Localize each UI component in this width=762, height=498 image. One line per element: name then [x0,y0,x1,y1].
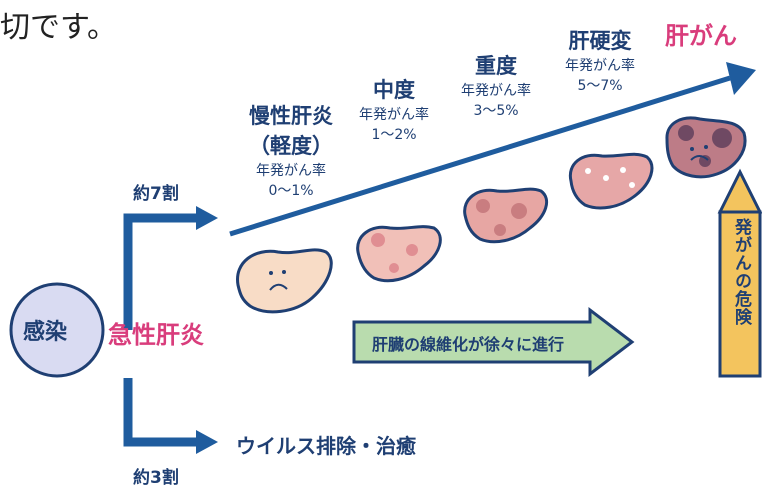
stage-3-rate: 3〜5% [473,103,519,119]
stage-2-rate-label: 年発がん率 [359,107,429,123]
stage-4-rate: 5〜7% [577,78,623,94]
stage-3-title: 重度 [475,54,517,78]
top-partial-text: 切です。 [0,10,117,45]
branch-upper-arrowhead [196,206,218,230]
infection-label: 感染 [23,320,68,345]
split-70-label: 約7割 [133,184,179,204]
split-30-label: 約3割 [133,468,179,488]
stage-liver-cancer-title: 肝がん [665,22,737,50]
liver-mild [236,248,333,314]
stage-2-title: 中度 [373,78,415,102]
cancer-risk-arrowhead [717,168,762,214]
infection-circle [9,282,105,378]
stage-4-rate-label: 年発がん率 [565,58,635,74]
branch-upper [123,213,200,330]
branch-lower-arrowhead [196,430,218,454]
stage-chronic-hepatitis: 慢性肝炎 （軽度） 年発がん率 0〜1% [236,100,346,200]
stage-3-rate-label: 年発がん率 [461,83,531,99]
progression-arrowhead [726,62,756,95]
cure-label: ウイルス排除・治癒 [236,434,416,458]
liver-severe [463,187,549,244]
fibrosis-arrow [352,306,635,378]
stage-1-title2: （軽度） [249,134,333,158]
acute-hepatitis-label: 急性肝炎 [108,321,204,349]
liver-cirrhosis [568,152,654,210]
progression-arrow-line [229,75,731,237]
fibrosis-label: 肝臓の線維化が徐々に進行 [372,335,565,354]
stage-1-title: 慢性肝炎 [249,104,333,128]
cancer-risk-label: 発がんの危険 [731,218,751,326]
stage-severe: 重度 年発がん率 3〜5% [444,50,548,120]
stage-1-rate-label: 年発がん率 [256,163,326,179]
stage-4-title: 肝硬変 [568,29,632,53]
liver-moderate [356,225,442,283]
branch-lower [123,378,200,447]
stage-cirrhosis: 肝硬変 年発がん率 5〜7% [545,25,655,95]
stage-1-rate: 0〜1% [268,183,314,199]
stage-moderate: 中度 年発がん率 1〜2% [342,74,446,144]
stage-2-rate: 1〜2% [371,127,417,143]
